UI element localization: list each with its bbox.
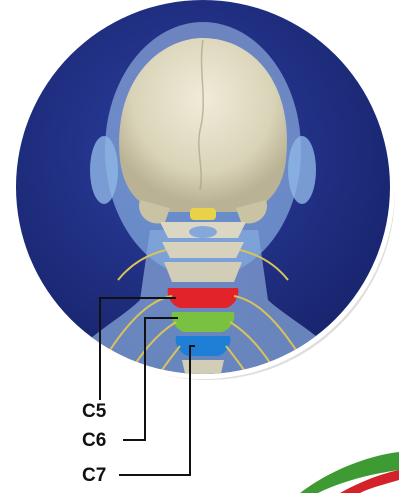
vertebra-c3: [162, 242, 244, 258]
swoosh-green: [300, 452, 399, 493]
vertebra-c7: [176, 336, 231, 356]
vertebra-c1: [190, 208, 216, 220]
label-c7: C7: [82, 466, 106, 486]
disc-c2: [189, 226, 217, 238]
vertebra-c4: [164, 262, 242, 282]
label-c6: C6: [82, 431, 106, 451]
label-c5: C5: [82, 402, 106, 422]
left-ear: [90, 136, 118, 204]
right-ear: [288, 136, 316, 204]
vertebra-c6: [172, 312, 235, 332]
vertebra-c5: [168, 288, 239, 308]
